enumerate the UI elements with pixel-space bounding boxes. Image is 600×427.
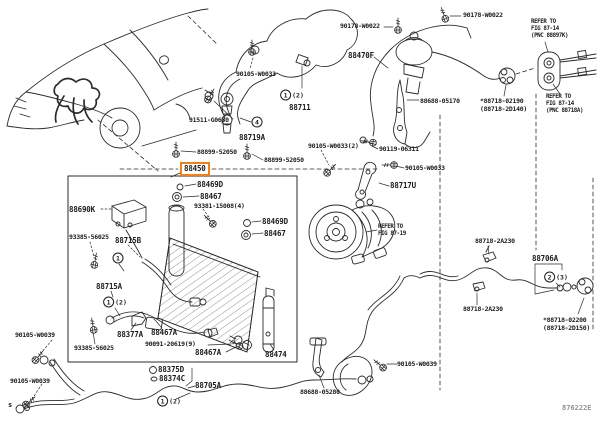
part-label[interactable]: 90119-06311 — [379, 145, 419, 153]
quantity-callout: 1(2) — [157, 395, 181, 407]
part-label[interactable]: 88715B — [115, 236, 141, 245]
part-label[interactable]: 88899-52050 — [264, 156, 304, 164]
part-label[interactable]: 88474 — [265, 350, 287, 359]
bracket-88688-05280 — [309, 337, 327, 378]
part-label[interactable]: 88715A — [96, 282, 122, 291]
part-label[interactable]: 88705A — [195, 381, 221, 390]
bracket-88377A — [131, 311, 147, 327]
compressor — [308, 204, 396, 265]
discharge-hose-88711 — [218, 9, 358, 125]
part-label[interactable]: 90105-W0033(2) — [308, 142, 359, 150]
grommet-and-plate — [431, 50, 597, 91]
suction-hose-88470F — [369, 24, 472, 137]
bracket-88688-05170 — [393, 79, 431, 149]
part-label[interactable]: 90178-W0022 — [340, 22, 380, 30]
part-label[interactable]: 91511-G0630 — [189, 116, 229, 124]
corner-mark: s — [8, 401, 13, 409]
o-ring-glyph — [149, 366, 157, 374]
expansion-valve-88690K — [111, 199, 147, 229]
union-glyph — [150, 376, 158, 382]
quantity-callout: 1 — [112, 252, 124, 264]
construction-lines — [97, 15, 594, 391]
part-label[interactable]: 88377A — [117, 330, 143, 339]
highlighted-part-label[interactable]: 88450 — [180, 162, 210, 177]
part-label[interactable]: 88469D — [197, 180, 223, 189]
condenser-core-88450 — [157, 183, 261, 353]
part-label[interactable]: 88470F — [348, 51, 374, 60]
part-label[interactable]: 93381-15008(4) — [194, 202, 245, 210]
part-label[interactable]: 88899-52050 — [197, 148, 237, 156]
part-label[interactable]: *88718-02200 (88718-2D150) — [543, 316, 590, 333]
part-label[interactable]: 88467 — [264, 229, 286, 238]
part-label[interactable]: 88467 — [200, 192, 222, 201]
car-sketch — [6, 8, 209, 149]
suction-pipe-right — [403, 245, 594, 295]
diagram-id: 876222E — [562, 404, 592, 412]
liquid-tube-88715A — [105, 311, 219, 338]
pipe-coil — [332, 275, 405, 396]
part-label[interactable]: 90105-W0039 — [397, 360, 437, 368]
leader-lines — [31, 15, 585, 400]
part-label[interactable]: 88467A — [151, 328, 177, 337]
refer-note: REFER TO FIG 87-14 (PNC 88718A) — [546, 94, 584, 115]
part-label[interactable]: 88717U — [390, 181, 416, 190]
part-label[interactable]: 88375D — [158, 365, 184, 374]
part-label[interactable]: 88711 — [289, 103, 311, 112]
part-label[interactable]: 88719A — [239, 133, 265, 142]
refer-note: REFER TO FIG 87-14 (PNC 88897K) — [531, 19, 569, 40]
part-label[interactable]: *88718-02190 (88718-2D140) — [480, 97, 527, 114]
refer-note: REFER TO FIG 87-19 — [378, 224, 406, 238]
part-label[interactable]: 90105-W0033 — [405, 164, 445, 172]
clamp-2A230-lower — [472, 281, 486, 292]
part-label[interactable]: 88718-2A230 — [475, 237, 515, 245]
part-label[interactable]: 88469D — [262, 217, 288, 226]
quantity-callout: 4 — [251, 116, 263, 128]
quantity-callout: 1(2) — [103, 296, 127, 308]
part-label[interactable]: 90091-20619(9) — [145, 340, 196, 348]
part-label[interactable]: 90105-W0039 — [15, 331, 55, 339]
part-label[interactable]: 88688-05170 — [420, 97, 460, 105]
liquid-tube-88715B — [125, 229, 207, 307]
part-label[interactable]: 90105-W0033 — [236, 70, 276, 78]
part-label[interactable]: 88718-2A230 — [463, 305, 503, 313]
part-label[interactable]: 93385-56025 — [69, 233, 109, 241]
part-label[interactable]: 93385-56025 — [74, 344, 114, 352]
engine-harness-scribble — [53, 77, 101, 125]
part-label[interactable]: 90178-W0022 — [463, 11, 503, 19]
part-label[interactable]: 88374C — [159, 374, 185, 383]
quantity-callout: 1(2) — [280, 89, 304, 101]
part-label[interactable]: 90105-W0039 — [10, 377, 50, 385]
part-label[interactable]: 88467A — [195, 348, 221, 357]
receiver-tube-88474 — [262, 287, 275, 353]
quantity-callout: 2(3) — [544, 271, 568, 283]
part-label[interactable]: 88706A — [532, 254, 558, 263]
part-label[interactable]: 88690K — [69, 205, 95, 214]
part-label[interactable]: 88688-05280 — [300, 388, 340, 396]
